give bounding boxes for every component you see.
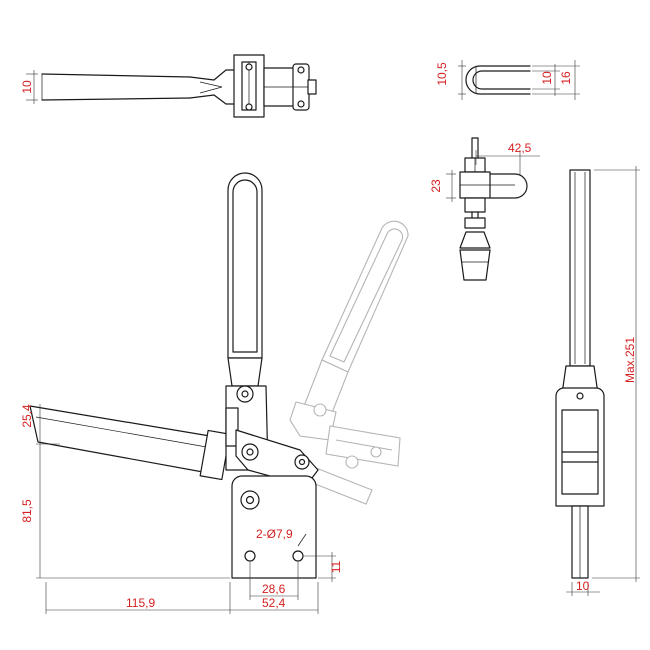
dim-max-height: Max.251: [623, 337, 637, 383]
dim-overall-length: 115,9: [126, 596, 155, 610]
dim-spindle-offset: 42,5: [508, 141, 532, 155]
dim-handle-tip-width: 10,5: [435, 62, 449, 86]
spindle-view: [446, 137, 540, 281]
main-dimensions: [36, 404, 336, 614]
dim-top-view-thickness: 10: [20, 80, 34, 94]
dim-handle-tip-inner: 10: [540, 71, 554, 85]
dim-base-width: 52,4: [262, 596, 286, 610]
dim-hole-edge-offset: 11: [329, 560, 343, 573]
handle-tip-view: [458, 60, 580, 100]
dim-base-thickness: 10: [576, 579, 590, 593]
clamp-front-view: [29, 172, 319, 579]
dim-handle-tip-outer: 16: [559, 71, 573, 85]
dim-clamp-height: 81,5: [20, 499, 34, 523]
clamp-side-view: [555, 166, 640, 596]
dim-handle-angle-width: 25,4: [20, 404, 34, 428]
dim-mounting-holes: 2-Ø7,9: [256, 527, 293, 541]
dim-spindle-height: 23: [429, 179, 443, 193]
dim-hole-spacing: 28,6: [262, 582, 286, 596]
top-view: [26, 54, 317, 118]
open-position-ghost: [289, 220, 409, 505]
